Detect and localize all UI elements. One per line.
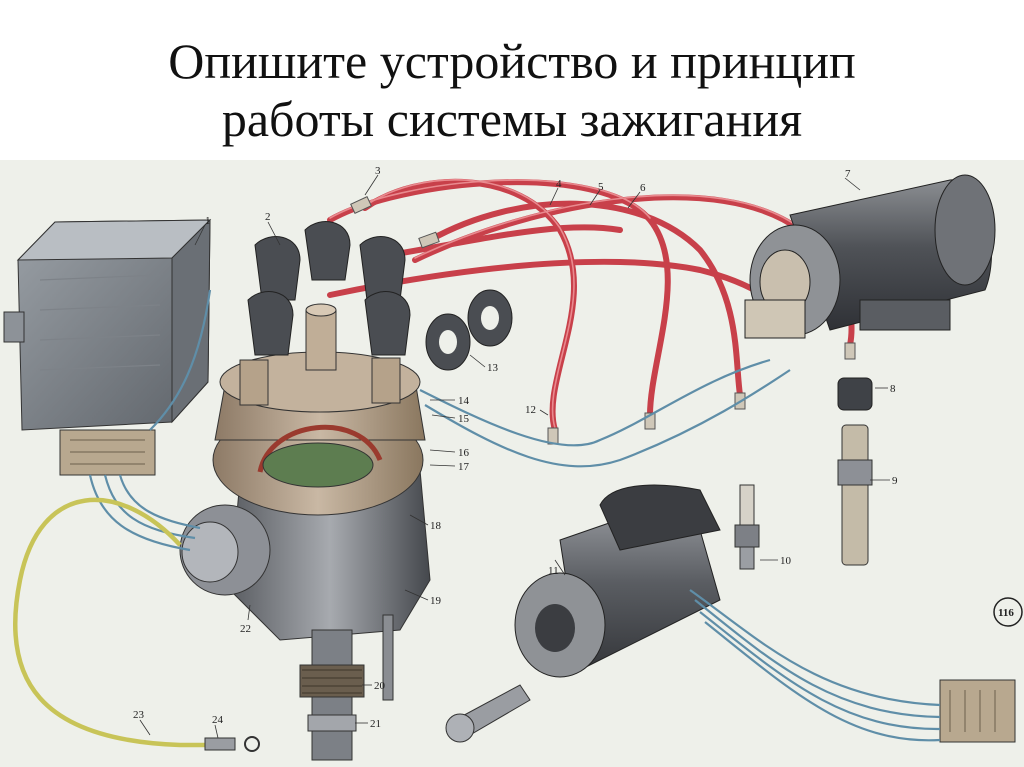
callout-17: 17 <box>458 461 470 473</box>
figure-number: 116 <box>998 607 1014 619</box>
plug-tip-and-connector <box>837 377 873 566</box>
callout-numbers: 1 2 3 4 5 6 7 8 9 10 11 12 13 14 15 16 1… <box>133 165 898 730</box>
callout-20: 20 <box>374 680 386 692</box>
ignition-system-illustration: 1 2 3 4 5 6 7 8 9 10 11 12 13 14 15 16 1… <box>0 160 1024 767</box>
leader-lines <box>139 174 890 739</box>
ignition-switch <box>445 484 721 743</box>
ignition-distributor <box>179 221 431 761</box>
callout-13: 13 <box>487 362 499 374</box>
callout-12: 12 <box>525 404 536 416</box>
callout-11: 11 <box>548 565 559 577</box>
callout-22: 22 <box>240 623 251 635</box>
callout-3: 3 <box>375 165 381 177</box>
ignition-coil <box>744 174 996 339</box>
wiring-connector <box>939 679 1016 743</box>
callout-10: 10 <box>780 555 792 567</box>
slide-title: Опишите устройство и принцип работы сист… <box>0 32 1024 148</box>
callout-7: 7 <box>845 168 851 180</box>
callout-15: 15 <box>458 413 470 425</box>
callout-16: 16 <box>458 447 470 459</box>
electronic-switch-module <box>3 218 212 476</box>
callout-2: 2 <box>265 211 271 223</box>
title-line-1: Опишите устройство и принцип <box>168 33 856 89</box>
title-line-2: работы системы зажигания <box>221 91 803 147</box>
low-voltage-wires <box>12 289 941 748</box>
callout-9: 9 <box>892 475 898 487</box>
callout-5: 5 <box>598 181 604 193</box>
spark-plug <box>734 484 760 570</box>
terminal-24 <box>204 736 260 752</box>
callout-8: 8 <box>890 383 896 395</box>
callout-1: 1 <box>205 215 211 227</box>
callout-6: 6 <box>640 182 646 194</box>
rubber-washers <box>425 289 513 371</box>
callout-4: 4 <box>556 178 562 190</box>
callout-14: 14 <box>458 395 470 407</box>
callout-21: 21 <box>370 718 381 730</box>
callout-23: 23 <box>133 709 145 721</box>
callout-19: 19 <box>430 595 442 607</box>
figure-number-badge: 116 <box>993 597 1023 627</box>
callout-24: 24 <box>212 714 224 726</box>
callout-18: 18 <box>430 520 442 532</box>
